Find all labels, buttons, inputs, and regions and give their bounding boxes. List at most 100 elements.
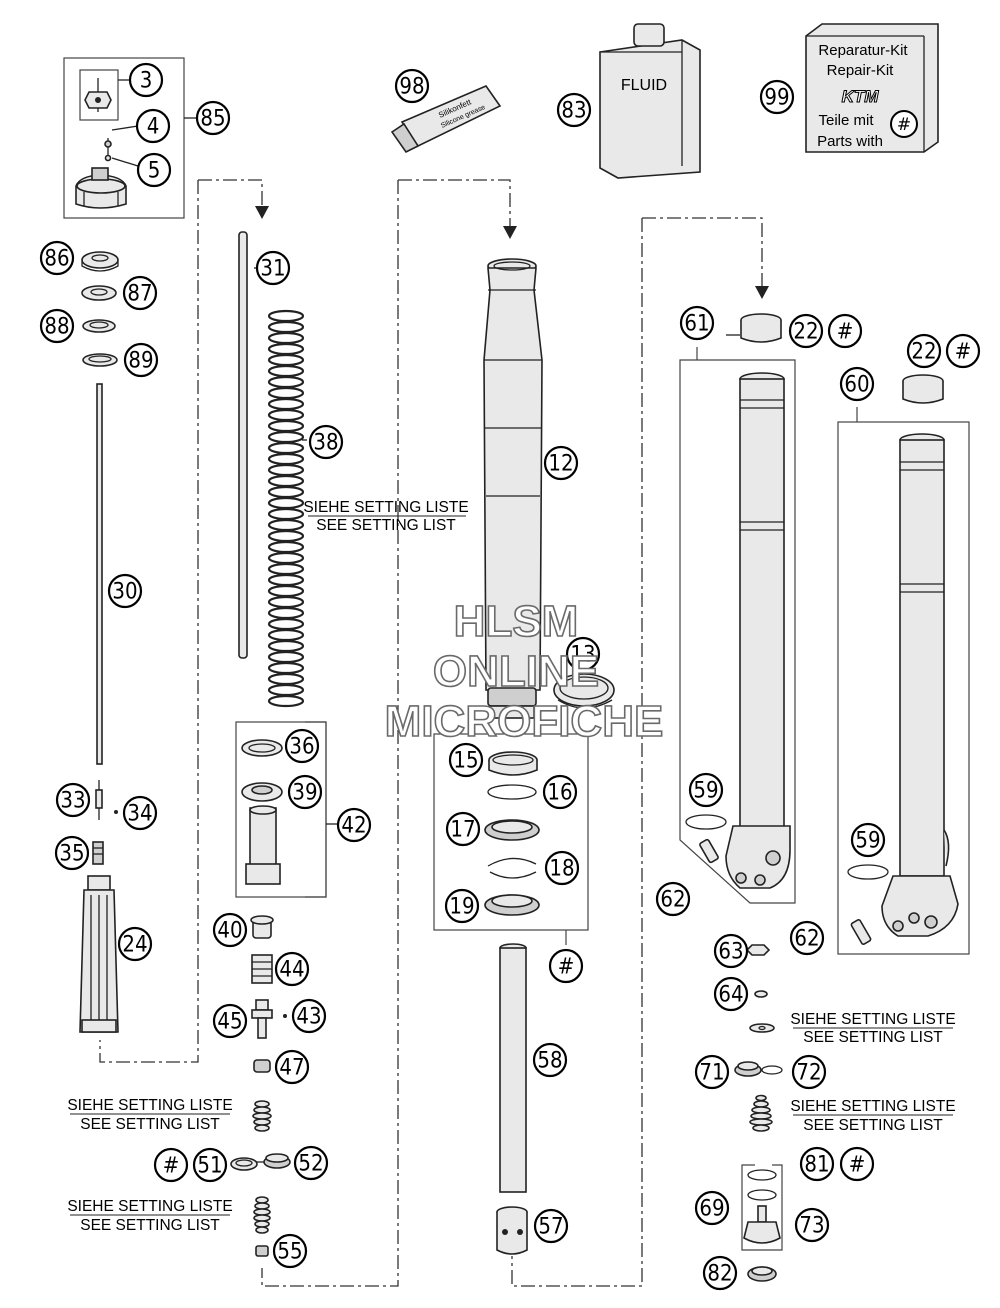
repair-kit-line3: Teile mit bbox=[818, 112, 874, 129]
callout-label: # bbox=[955, 340, 972, 365]
callout-61: 61 bbox=[679, 305, 715, 341]
callout-label: 98 bbox=[399, 75, 424, 100]
callout-label: 83 bbox=[561, 99, 586, 124]
callout-44: 44 bbox=[274, 951, 310, 987]
callout-33: 33 bbox=[55, 782, 91, 818]
callout-label: 34 bbox=[127, 802, 152, 827]
piston-52-part bbox=[263, 1153, 291, 1169]
group-box-61 bbox=[679, 347, 796, 904]
callout-label: 13 bbox=[570, 643, 595, 668]
callout-85: 85 bbox=[195, 100, 231, 136]
watermark-line2: ONLINE bbox=[433, 647, 599, 696]
watermark-line1: HLSM bbox=[454, 597, 579, 646]
callout-22a: 22 bbox=[788, 313, 824, 349]
callout-label: 71 bbox=[699, 1061, 724, 1086]
repair-kit-line4: Parts with bbox=[817, 133, 883, 150]
callout-label: 4 bbox=[147, 115, 160, 140]
cartridge-24-part bbox=[79, 875, 119, 1033]
shim-stack-lower-part bbox=[253, 1196, 271, 1234]
ball-43-part bbox=[283, 1014, 287, 1018]
piston-71-part bbox=[734, 1061, 762, 1077]
callout-h22b: # bbox=[945, 333, 981, 369]
bushing-15-part bbox=[488, 751, 538, 776]
callout-label: # bbox=[558, 955, 575, 980]
callout-label: 45 bbox=[217, 1010, 242, 1035]
callout-12: 12 bbox=[543, 445, 579, 481]
callout-18: 18 bbox=[544, 850, 580, 886]
note-line-de: SIEHE SETTING LISTE bbox=[67, 1097, 232, 1114]
note-line-en: SEE SETTING LIST bbox=[803, 1117, 943, 1134]
callout-89: 89 bbox=[123, 342, 159, 378]
callout-17: 17 bbox=[445, 811, 481, 847]
callout-label: 62 bbox=[794, 927, 819, 952]
inner-tube-58-part bbox=[499, 943, 527, 1193]
guide-lines bbox=[99, 179, 769, 1287]
callout-13: 13 bbox=[565, 636, 601, 672]
callout-label: 81 bbox=[804, 1153, 829, 1178]
callout-19: 19 bbox=[444, 888, 480, 924]
callout-label: # bbox=[849, 1153, 866, 1178]
outer-tube-part bbox=[483, 258, 543, 719]
callout-59a: 59 bbox=[688, 772, 724, 808]
callout-label: 33 bbox=[60, 789, 85, 814]
callout-63: 63 bbox=[713, 933, 749, 969]
callout-35: 35 bbox=[54, 835, 90, 871]
callout-label: 35 bbox=[59, 842, 84, 867]
group-box-60 bbox=[837, 407, 970, 955]
ring-51-part bbox=[230, 1157, 258, 1171]
callout-h22a: # bbox=[827, 313, 863, 349]
callout-label: 69 bbox=[699, 1197, 724, 1222]
callout-label: 12 bbox=[548, 452, 573, 477]
protector-ring-13-part bbox=[553, 673, 615, 709]
callout-31: 31 bbox=[255, 250, 291, 286]
adjuster-57-part bbox=[496, 1206, 528, 1255]
nut-63-part bbox=[745, 944, 771, 956]
inner-tube-61-part bbox=[725, 372, 791, 889]
callout-59b: 59 bbox=[850, 822, 886, 858]
callout-label: 15 bbox=[453, 749, 478, 774]
callout-3: 3 bbox=[128, 62, 164, 98]
o-ring-59b-part bbox=[847, 864, 889, 880]
callout-62a: 62 bbox=[655, 881, 691, 917]
watermark: HLSM ONLINE MICROFICHE bbox=[384, 596, 664, 747]
watermark-line3: MICROFICHE bbox=[385, 697, 664, 746]
fork-spring-part bbox=[267, 309, 305, 708]
note-line-en: SEE SETTING LIST bbox=[80, 1116, 220, 1133]
callout-40: 40 bbox=[212, 912, 248, 948]
callout-label: 63 bbox=[718, 940, 743, 965]
callout-64: 64 bbox=[713, 976, 749, 1012]
fluid-bottle-part: FLUID bbox=[599, 23, 701, 179]
push-rod-part bbox=[238, 231, 248, 659]
top-cap-part bbox=[75, 167, 127, 209]
callout-label: 59 bbox=[855, 829, 880, 854]
callout-34: 34 bbox=[122, 795, 158, 831]
damper-rod-part bbox=[96, 383, 103, 765]
callout-label: 72 bbox=[796, 1061, 821, 1086]
setting-note-5: SIEHE SETTING LISTE SEE SETTING LIST bbox=[790, 1098, 955, 1134]
callout-43: 43 bbox=[291, 998, 327, 1034]
cap-screw-part bbox=[104, 138, 112, 162]
washer-88-part bbox=[82, 319, 116, 333]
note-line-de: SIEHE SETTING LISTE bbox=[790, 1098, 955, 1115]
seal-17-part bbox=[484, 819, 540, 841]
group-box-69 bbox=[741, 1164, 783, 1251]
cap-40-part bbox=[250, 915, 274, 939]
callout-label: 59 bbox=[693, 779, 718, 804]
bolt-62a-part bbox=[699, 838, 719, 864]
inner-tube-60-part bbox=[881, 433, 959, 937]
callout-label: 43 bbox=[296, 1005, 321, 1030]
callout-88: 88 bbox=[39, 308, 75, 344]
washer-64-part bbox=[754, 990, 768, 998]
callout-22b: 22 bbox=[906, 333, 942, 369]
callout-label: 86 bbox=[44, 247, 69, 272]
callout-52: 52 bbox=[293, 1145, 329, 1181]
callout-72: 72 bbox=[791, 1054, 827, 1090]
callout-label: 5 bbox=[148, 159, 161, 184]
callout-99: 99 bbox=[759, 79, 795, 115]
callout-h81: # bbox=[839, 1146, 875, 1182]
callout-51: 51 bbox=[192, 1147, 228, 1183]
